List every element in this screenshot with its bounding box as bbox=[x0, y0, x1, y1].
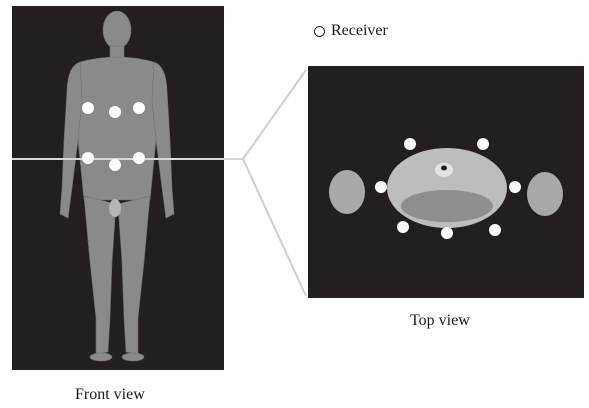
receiver-marker bbox=[109, 159, 121, 171]
receiver-marker bbox=[489, 224, 501, 236]
receiver-marker bbox=[109, 106, 121, 118]
zoom-connector-bottom bbox=[243, 159, 306, 296]
receiver-marker bbox=[82, 102, 94, 114]
top-view-caption: Top view bbox=[410, 312, 470, 330]
inner-tissue bbox=[401, 190, 493, 222]
receiver-marker bbox=[133, 102, 145, 114]
receiver-marker bbox=[375, 181, 387, 193]
front-view-caption: Front view bbox=[75, 386, 145, 404]
right-arm-section bbox=[527, 172, 563, 216]
receiver-marker bbox=[133, 152, 145, 164]
legend: Receiver bbox=[314, 22, 388, 40]
head bbox=[103, 11, 131, 49]
receiver-marker bbox=[477, 138, 489, 150]
spine-core bbox=[441, 166, 447, 171]
left-arm-section bbox=[329, 170, 365, 214]
torso bbox=[74, 57, 160, 200]
open-circle-icon bbox=[314, 26, 325, 37]
receiver-marker bbox=[509, 181, 521, 193]
right-foot bbox=[122, 353, 144, 361]
zoom-connector-top bbox=[243, 70, 306, 159]
left-leg bbox=[84, 196, 116, 354]
left-foot bbox=[90, 353, 112, 361]
receiver-marker bbox=[441, 227, 453, 239]
organ-detail bbox=[109, 199, 121, 217]
legend-label: Receiver bbox=[331, 22, 388, 40]
receiver-marker bbox=[397, 221, 409, 233]
receiver-marker bbox=[82, 152, 94, 164]
right-leg bbox=[118, 196, 150, 354]
receiver-marker bbox=[404, 138, 416, 150]
human-body-silhouette bbox=[60, 11, 174, 361]
torso-cross-section bbox=[329, 148, 563, 228]
